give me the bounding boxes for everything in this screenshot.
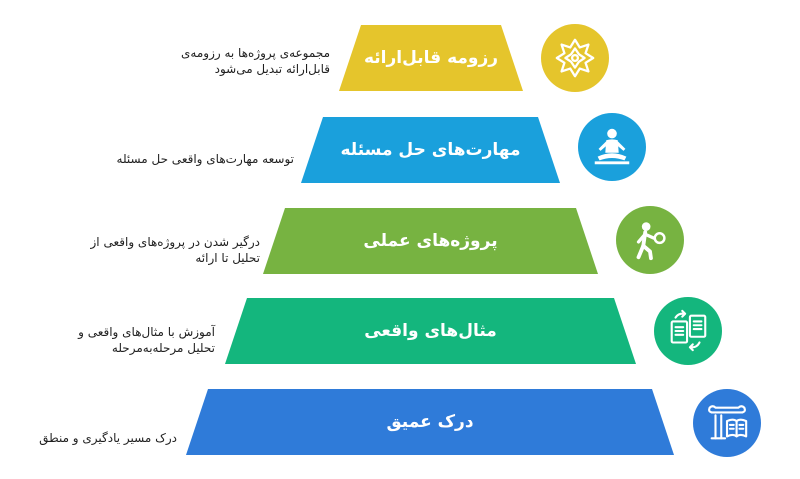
description-line: درک مسیر یادگیری و منطق <box>39 431 177 445</box>
pyramid-level-5: درک عمیق <box>186 389 674 455</box>
flower-badge-icon <box>541 24 609 92</box>
description-line: تحلیل مرحله‌به‌مرحله <box>111 341 215 355</box>
column-book-icon <box>693 389 761 457</box>
pyramid-level-4-shape <box>225 298 636 364</box>
pyramid-level-2: مهارت‌های حل مسئله <box>301 117 560 183</box>
pyramid-level-3: پروژه‌های عملی <box>263 208 598 274</box>
description-line: مجموعه‌ی پروژه‌ها به رزومه‌ی <box>181 46 330 60</box>
pyramid-level-2-description: توسعه مهارت‌های واقعی حل مسئله <box>117 151 294 167</box>
pyramid-level-3-description: درگیر شدن در پروژه‌های واقعی از تحلیل تا… <box>91 234 260 266</box>
description-line: درگیر شدن در پروژه‌های واقعی از <box>90 235 260 249</box>
pyramid-level-3-title: پروژه‌های عملی <box>363 231 498 251</box>
pyramid-level-4-title: مثال‌های واقعی <box>364 321 497 341</box>
description-line: توسعه مهارت‌های واقعی حل مسئله <box>116 152 294 166</box>
pyramid-level-1-description: مجموعه‌ی پروژه‌ها به رزومه‌ی قابل‌ارائه … <box>181 45 330 77</box>
description-line: تحلیل تا ارائه <box>195 251 260 265</box>
pyramid-level-1: رزومه قابل‌ارائه <box>339 25 523 91</box>
person-ball-icon <box>616 206 684 274</box>
documents-exchange-icon <box>654 297 722 365</box>
pyramid-level-4: مثال‌های واقعی <box>225 298 636 364</box>
pyramid-level-4-description: آموزش با مثال‌های واقعی و تحلیل مرحله‌به… <box>78 324 215 356</box>
pyramid-level-2-shape <box>301 117 560 183</box>
pyramid-level-5-description: درک مسیر یادگیری و منطق <box>39 430 177 446</box>
description-line: قابل‌ارائه تبدیل می‌شود <box>214 62 330 76</box>
pyramid-level-3-shape <box>263 208 598 274</box>
pyramid-level-2-title: مهارت‌های حل مسئله <box>340 140 521 160</box>
pyramid-level-5-title: درک عمیق <box>386 412 474 432</box>
meditation-icon <box>578 113 646 181</box>
description-line: آموزش با مثال‌های واقعی و <box>78 325 215 339</box>
pyramid-level-1-title: رزومه قابل‌ارائه <box>363 48 499 68</box>
pyramid-level-1-shape <box>339 25 523 91</box>
pyramid-level-5-shape <box>186 389 674 455</box>
